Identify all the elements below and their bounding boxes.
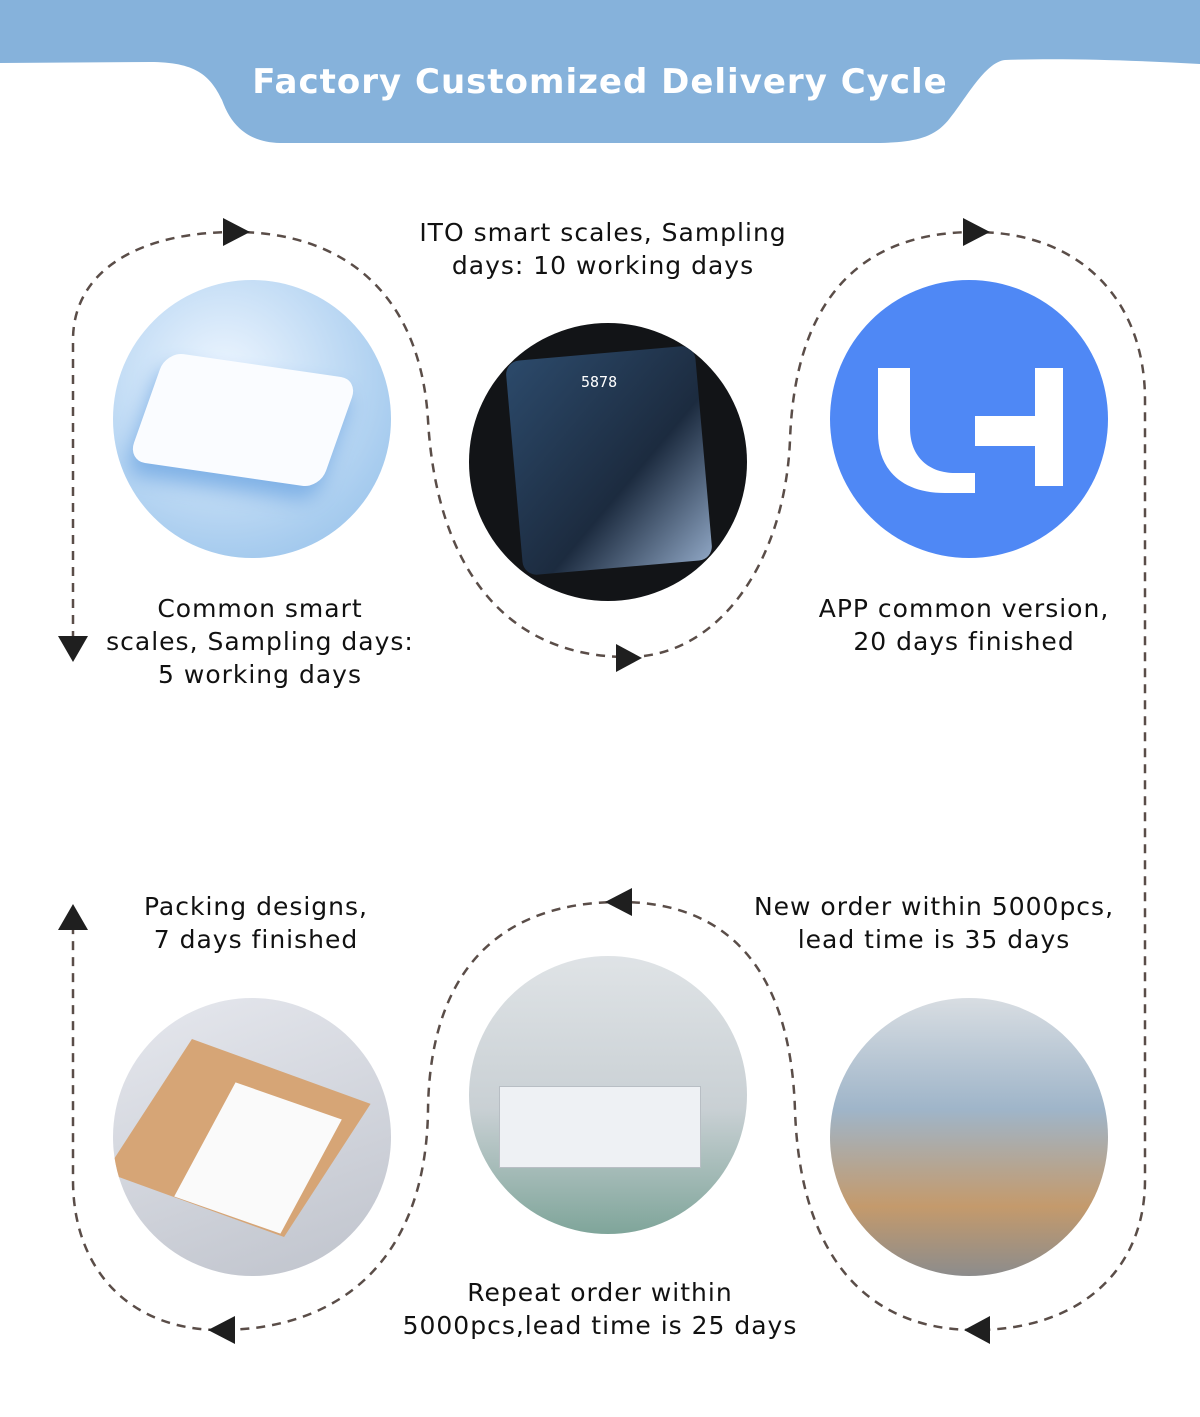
caption-step-5: Repeat order within 5000pcs,lead time is… <box>380 1276 820 1342</box>
dark-ito-scale-image: 5878 <box>469 323 747 601</box>
caption-line: ITO smart scales, Sampling <box>419 218 787 247</box>
caption-step-4: New order within 5000pcs, lead time is 3… <box>734 890 1134 956</box>
arrow-left-icon <box>208 1316 235 1344</box>
caption-line: 5000pcs,lead time is 25 days <box>402 1311 798 1340</box>
app-logo-image <box>830 280 1108 558</box>
page-title: Factory Customized Delivery Cycle <box>252 62 948 102</box>
header-banner <box>0 0 1200 143</box>
scale-display: 5878 <box>581 373 618 391</box>
caption-line: Common smart <box>157 594 363 623</box>
factory-workers-image <box>830 998 1108 1276</box>
arrow-left-icon <box>605 888 632 916</box>
caption-step-2: ITO smart scales, Sampling days: 10 work… <box>400 216 806 282</box>
caption-line: lead time is 35 days <box>797 925 1071 954</box>
arrow-left-icon <box>964 1316 990 1344</box>
caption-line: 5 working days <box>158 660 362 689</box>
caption-line: 20 days finished <box>853 627 1075 656</box>
arrow-right-icon <box>963 218 990 246</box>
caption-line: APP common version, <box>818 594 1110 623</box>
white-smart-scale-image <box>113 280 391 558</box>
caption-step-3: APP common version, 20 days finished <box>794 592 1134 658</box>
caption-line: 7 days finished <box>153 925 359 954</box>
arrow-down-icon <box>58 636 88 662</box>
caption-line: scales, Sampling days: <box>106 627 414 656</box>
caption-line: Repeat order within <box>467 1278 733 1307</box>
caption-step-6: Packing designs, 7 days finished <box>106 890 406 956</box>
dashed-cycle-path <box>71 230 1147 1332</box>
packing-box-image <box>113 998 391 1276</box>
caption-line: New order within 5000pcs, <box>753 892 1115 921</box>
arrow-up-icon <box>58 904 88 930</box>
caption-line: Packing designs, <box>143 892 368 921</box>
arrow-right-icon <box>223 218 250 246</box>
uh-logo-icon <box>878 368 1063 493</box>
caption-line: days: 10 working days <box>451 251 755 280</box>
warehouse-image <box>469 956 747 1234</box>
arrow-right-icon <box>616 644 642 672</box>
caption-step-1: Common smart scales, Sampling days: 5 wo… <box>90 592 430 691</box>
